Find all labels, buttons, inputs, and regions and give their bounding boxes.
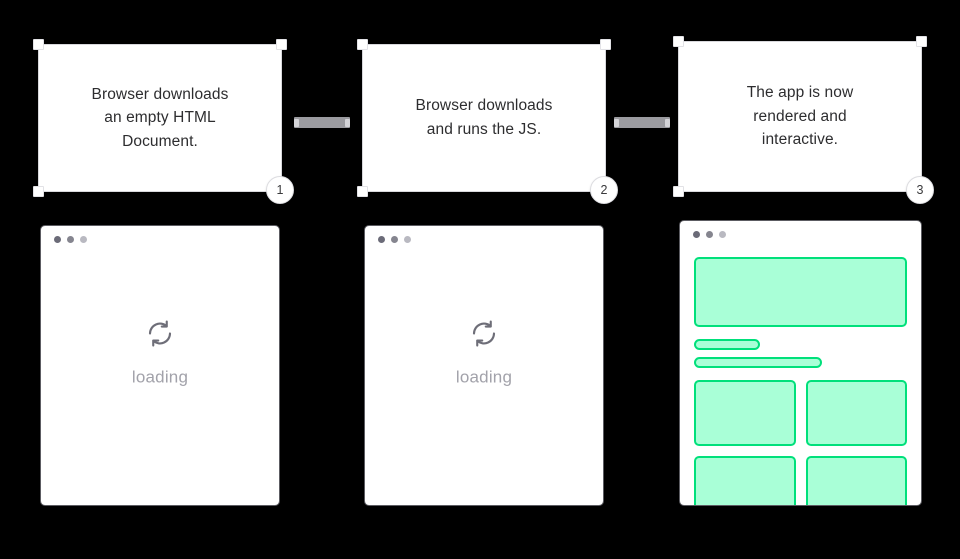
card-placeholder-3[interactable] xyxy=(694,456,796,505)
window-dot-maximize-icon[interactable] xyxy=(80,235,87,243)
card-grid-placeholders xyxy=(694,380,907,505)
short-text-line-placeholder[interactable] xyxy=(694,339,761,350)
resize-handle-bottom-left[interactable] xyxy=(33,186,44,197)
connector-endpoint-end[interactable] xyxy=(345,118,350,127)
resize-handle-top-right[interactable] xyxy=(600,39,611,50)
step-card-2-text: Browser downloads and runs the JS. xyxy=(415,97,553,138)
browser-viewport-3 xyxy=(680,247,921,505)
browser-chrome-1 xyxy=(41,226,279,252)
resize-handle-bottom-left[interactable] xyxy=(357,186,368,197)
resize-handle-top-right[interactable] xyxy=(916,36,927,47)
connector-endpoint-start[interactable] xyxy=(614,118,619,127)
step-card-2[interactable]: Browser downloads and runs the JS. 2 xyxy=(357,39,618,204)
card-placeholder-4[interactable] xyxy=(805,456,907,505)
window-dot-minimize-icon[interactable] xyxy=(391,235,398,243)
browser-chrome-3 xyxy=(680,221,921,247)
window-dot-close-icon[interactable] xyxy=(54,235,61,243)
card-placeholder-2[interactable] xyxy=(805,380,907,446)
rendered-app-layout xyxy=(680,247,921,505)
step-card-3-text: The app is now rendered and interactive. xyxy=(746,84,854,149)
long-text-line-placeholder[interactable] xyxy=(694,357,822,368)
step-badge-3[interactable]: 3 xyxy=(906,176,934,204)
window-dot-close-icon[interactable] xyxy=(378,235,385,243)
resize-handle-top-left[interactable] xyxy=(673,36,684,47)
step-card-1-text: Browser downloads an empty HTML Document… xyxy=(91,85,229,150)
browser-viewport-2: loading xyxy=(365,252,603,505)
connector-endpoint-end[interactable] xyxy=(665,118,670,127)
loading-label-2: loading xyxy=(455,367,513,387)
text-line-placeholders xyxy=(694,339,907,368)
connector-2-to-3[interactable] xyxy=(614,117,670,128)
loading-state-1: loading xyxy=(41,319,279,388)
browser-window-2[interactable]: loading xyxy=(364,225,604,506)
window-dot-maximize-icon[interactable] xyxy=(719,230,726,238)
loading-state-2: loading xyxy=(365,319,603,388)
step-card-1[interactable]: Browser downloads an empty HTML Document… xyxy=(33,39,294,204)
browser-window-3[interactable] xyxy=(679,220,922,506)
resize-handle-top-right[interactable] xyxy=(276,39,287,50)
window-dot-minimize-icon[interactable] xyxy=(706,230,713,238)
browser-chrome-2 xyxy=(365,226,603,252)
refresh-icon xyxy=(469,319,499,354)
resize-handle-top-left[interactable] xyxy=(33,39,44,50)
loading-label-1: loading xyxy=(131,367,189,387)
card-placeholder-1[interactable] xyxy=(694,380,796,446)
connector-endpoint-start[interactable] xyxy=(294,118,299,127)
browser-window-1[interactable]: loading xyxy=(40,225,280,506)
hero-banner-placeholder[interactable] xyxy=(694,257,907,327)
window-dot-maximize-icon[interactable] xyxy=(404,235,411,243)
window-dot-minimize-icon[interactable] xyxy=(67,235,74,243)
refresh-icon xyxy=(145,319,175,354)
step-badge-1[interactable]: 1 xyxy=(266,176,294,204)
resize-handle-top-left[interactable] xyxy=(357,39,368,50)
connector-1-to-2[interactable] xyxy=(294,117,350,128)
window-dot-close-icon[interactable] xyxy=(693,230,700,238)
step-badge-2[interactable]: 2 xyxy=(590,176,618,204)
browser-viewport-1: loading xyxy=(41,252,279,505)
resize-handle-bottom-left[interactable] xyxy=(673,186,684,197)
step-card-3[interactable]: The app is now rendered and interactive.… xyxy=(673,36,934,204)
